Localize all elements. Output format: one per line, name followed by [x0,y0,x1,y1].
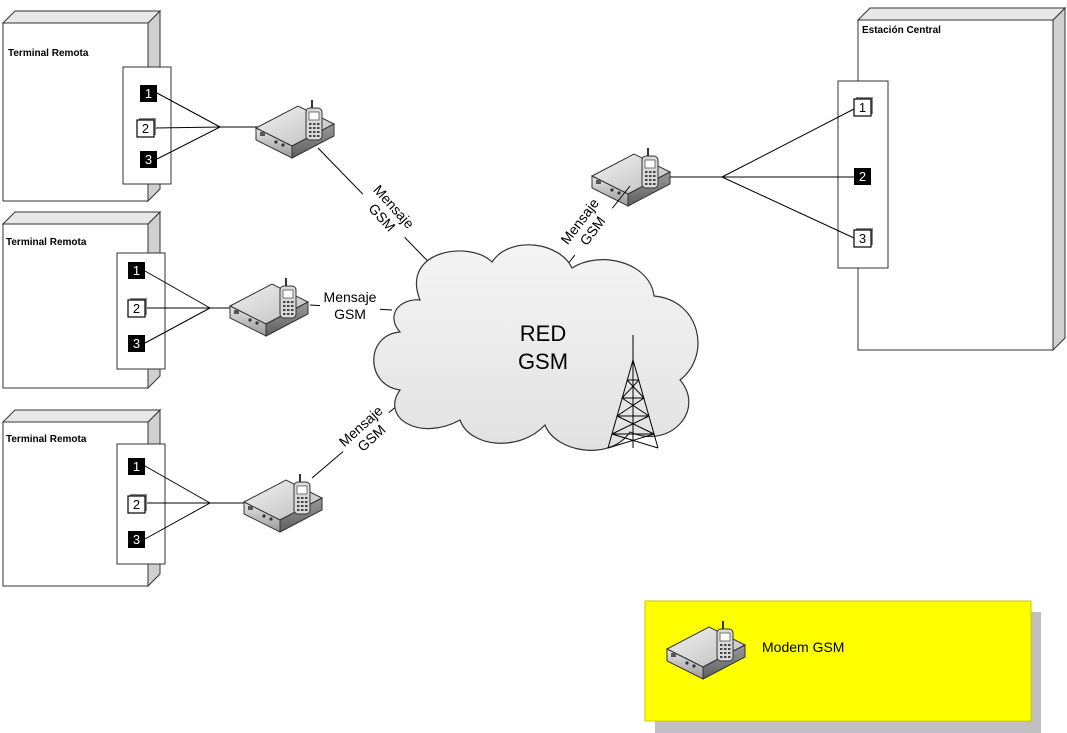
svg-text:3: 3 [145,152,152,167]
terminal-title: Terminal Remota [6,434,87,445]
port-3: 3 [128,335,145,352]
gsm-modem-icon [229,277,309,337]
cloud-label-line2: GSM [518,349,568,374]
gsm-modem-icon [255,99,335,159]
port-2: 2 [854,168,871,185]
estacion-central: Estación Central 1 2 3 [668,6,1067,352]
message-label-3: Mensaje GSM [330,397,400,464]
cloud-label-line1: RED [520,321,566,346]
svg-text:1: 1 [133,263,140,278]
port-1: 1 [140,85,157,102]
port-2: 2 [127,298,147,318]
terminal-title: Terminal Remota [8,48,89,59]
port-3: 3 [853,228,873,248]
svg-text:3: 3 [133,336,140,351]
network-cloud-icon: RED GSM [373,244,699,451]
message-label-2: Mensaje GSM [320,287,380,323]
port-2: 2 [136,118,156,138]
message-label-1: Mensaje GSM [356,176,423,246]
port-3: 3 [128,531,145,548]
svg-text:1: 1 [859,100,866,115]
terminal-title: Terminal Remota [6,237,87,248]
terminal-remota-3: Terminal Remota 1 2 3 [1,408,246,588]
port-links [144,270,232,344]
port-links [144,465,246,540]
svg-text:2: 2 [859,169,866,184]
svg-text:2: 2 [142,121,149,136]
port-2: 2 [127,494,147,514]
svg-text:1: 1 [133,459,140,474]
port-3: 3 [140,151,157,168]
svg-text:1: 1 [145,86,152,101]
port-1: 1 [128,262,145,279]
terminal-remota-1: Terminal Remota 1 2 3 [1,9,258,203]
gsm-modem-icon [591,147,671,207]
port-links [155,92,258,160]
svg-text:2: 2 [133,301,140,316]
terminal-remota-2: Terminal Remota 1 2 3 [1,210,232,390]
port-links [668,108,855,239]
svg-text:Mensaje: Mensaje [324,289,377,305]
gsm-modem-icon [243,473,323,533]
central-title: Estación Central [862,25,941,36]
message-label-4: Mensaje GSM [551,190,617,260]
svg-text:3: 3 [859,231,866,246]
port-1: 1 [128,458,145,475]
svg-text:3: 3 [133,532,140,547]
antenna-tower-icon [607,335,659,449]
svg-text:GSM: GSM [334,306,366,322]
legend-label: Modem GSM [762,639,844,655]
port-1: 1 [853,97,873,117]
legend: Modem GSM [644,600,1041,733]
svg-text:2: 2 [133,497,140,512]
